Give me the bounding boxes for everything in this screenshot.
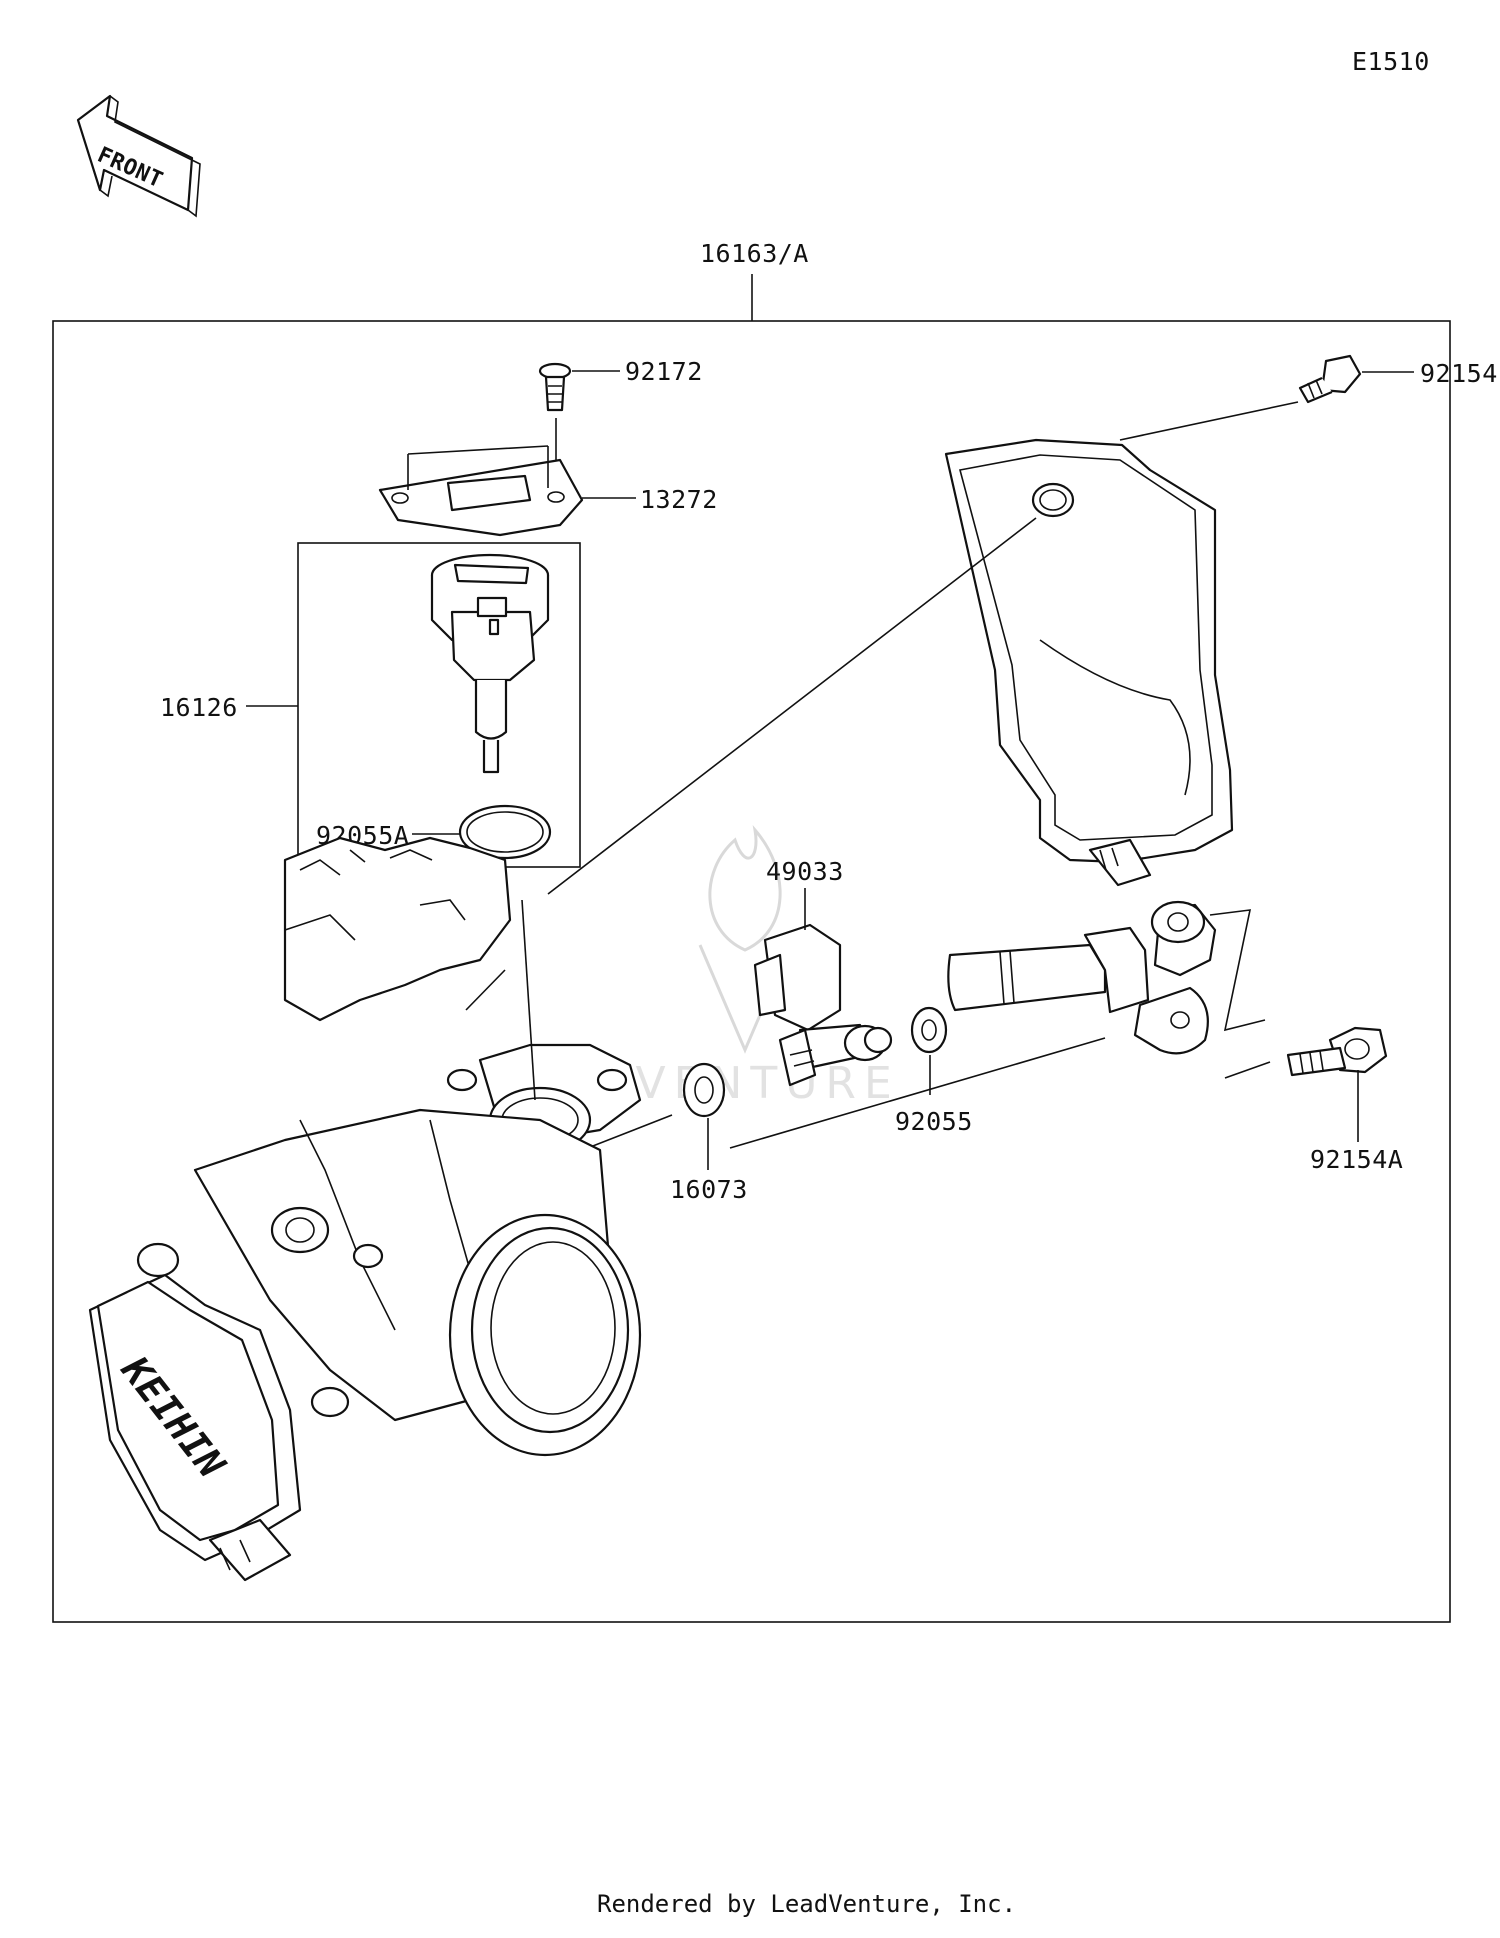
- washer-16073: [682, 1062, 726, 1118]
- part-label-16126: 16126: [160, 693, 238, 722]
- fuel-fitting: [947, 900, 1266, 1055]
- sensor-cover: [944, 438, 1234, 887]
- front-arrow-icon: FRONT: [76, 94, 201, 218]
- assembly-frame: [52, 320, 1451, 1623]
- part-label-16073: 16073: [670, 1175, 748, 1204]
- part-label-92154: 92154: [1420, 359, 1498, 388]
- throttle-body: KEIHIN: [88, 836, 642, 1582]
- part-label-92154a: 92154A: [1310, 1145, 1403, 1174]
- bolt-92154a: [1286, 1026, 1388, 1077]
- part-label-92055: 92055: [895, 1107, 973, 1136]
- screw-92172: [538, 362, 572, 412]
- part-label-13272: 13272: [640, 485, 718, 514]
- washer-92055: [910, 1006, 948, 1054]
- footer-credit: Rendered by LeadVenture, Inc.: [597, 1890, 1016, 1918]
- o-ring-92055a: [458, 804, 552, 860]
- part-label-49033: 49033: [766, 857, 844, 886]
- sensor-49033: [753, 923, 893, 1087]
- part-label-16163a: 16163/A: [700, 239, 809, 268]
- gasket-plate-13272: [378, 445, 584, 537]
- bolt-92154: [1298, 354, 1362, 404]
- diagram-code: E1510: [1352, 47, 1430, 76]
- throttle-position-sensor: [430, 553, 550, 774]
- part-label-92172: 92172: [625, 357, 703, 386]
